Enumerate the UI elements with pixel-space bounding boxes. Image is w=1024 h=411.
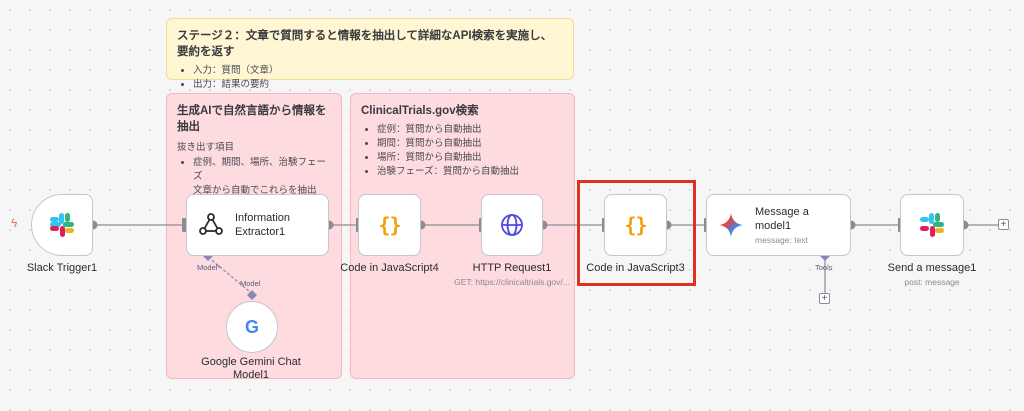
note-extract-item: 症例、期間、場所、治験フェーズ: [193, 156, 331, 184]
note-extract-title: 生成AIで自然言語から情報を抽出: [177, 105, 327, 133]
note-stage2-title: ステージ２：文章で質問すると情報を抽出して詳細なAPI検索を実施し、要約を返す: [177, 30, 553, 58]
node-subtitle: post: message: [904, 277, 960, 287]
add-tool-button[interactable]: +: [819, 293, 830, 304]
model-port-handle: [247, 290, 257, 300]
note-ctgov-item: 治験フェーズ：質問から自動抽出: [377, 165, 564, 179]
connection-model-dashed: [207, 256, 251, 293]
add-node-button[interactable]: +: [998, 219, 1009, 230]
port-label-model-in: Model*: [197, 263, 221, 272]
note-ctgov-title: ClinicalTrials.gov検索: [361, 105, 479, 117]
node-send-message[interactable]: [900, 194, 964, 256]
node-title: Message a model1: [755, 206, 809, 232]
note-ctgov-item: 症例：質問から自動抽出: [377, 123, 564, 137]
node-information-extractor[interactable]: Information Extractor1: [186, 194, 329, 256]
node-label: Send a message1: [887, 262, 977, 274]
node-google-gemini-chat[interactable]: G: [226, 301, 278, 353]
node-label: Code in JavaScript4: [340, 262, 439, 274]
note-extract-intro: 抜き出す項目: [177, 142, 235, 153]
selection-highlight: [577, 180, 696, 286]
node-label: Slack Trigger1: [26, 262, 98, 274]
node-subtitle: message: text: [755, 235, 808, 245]
node-text-block: Message a model1 message: text: [755, 205, 835, 245]
node-label: Code in JavaScript3: [586, 262, 685, 274]
port-label-tools: Tools: [815, 263, 833, 272]
trigger-bolt-icon: ϟ: [11, 216, 18, 230]
node-subtitle: GET: https://clinicaltrials.gov/...: [454, 277, 570, 287]
node-code-javascript4[interactable]: {}: [358, 194, 421, 256]
node-http-request[interactable]: [481, 194, 543, 256]
input-handle: [182, 218, 186, 232]
note-ctgov-item: 期間：質問から自動抽出: [377, 137, 564, 151]
globe-icon: [482, 195, 542, 255]
slack-icon: [901, 195, 963, 255]
extractor-icon: [187, 195, 235, 255]
port-label-model-out: Model: [240, 279, 261, 288]
node-title: Information Extractor1: [235, 212, 291, 238]
node-message-model[interactable]: Message a model1 message: text: [706, 194, 851, 256]
slack-icon: [32, 195, 92, 255]
gemini-icon: [707, 195, 755, 255]
code-braces-icon: {}: [378, 213, 401, 237]
google-icon: G: [244, 316, 259, 337]
note-stage2[interactable]: ステージ２：文章で質問すると情報を抽出して詳細なAPI検索を実施し、要約を返す …: [166, 18, 574, 90]
code-braces-icon: {}: [624, 213, 647, 237]
note-ctgov-list: 症例：質問から自動抽出 期間：質問から自動抽出 場所：質問から自動抽出 治験フェ…: [361, 123, 564, 179]
node-code-javascript3[interactable]: {}: [604, 194, 667, 256]
node-label: Google Gemini Chat Model1: [201, 356, 301, 381]
note-extract-item-cont: 文章から自動でこれらを抽出: [193, 185, 317, 196]
node-label: HTTP Request1: [472, 262, 552, 274]
note-stage2-list: 入力：質問（文章） 出力：結果の要約: [177, 64, 563, 92]
note-stage2-item: 入力：質問（文章）: [193, 64, 563, 78]
note-ctgov-item: 場所：質問から自動抽出: [377, 151, 564, 165]
node-slack-trigger[interactable]: [31, 194, 93, 256]
note-extract-list: 症例、期間、場所、治験フェーズ: [177, 156, 331, 184]
note-stage2-item: 出力：結果の要約: [193, 78, 563, 92]
